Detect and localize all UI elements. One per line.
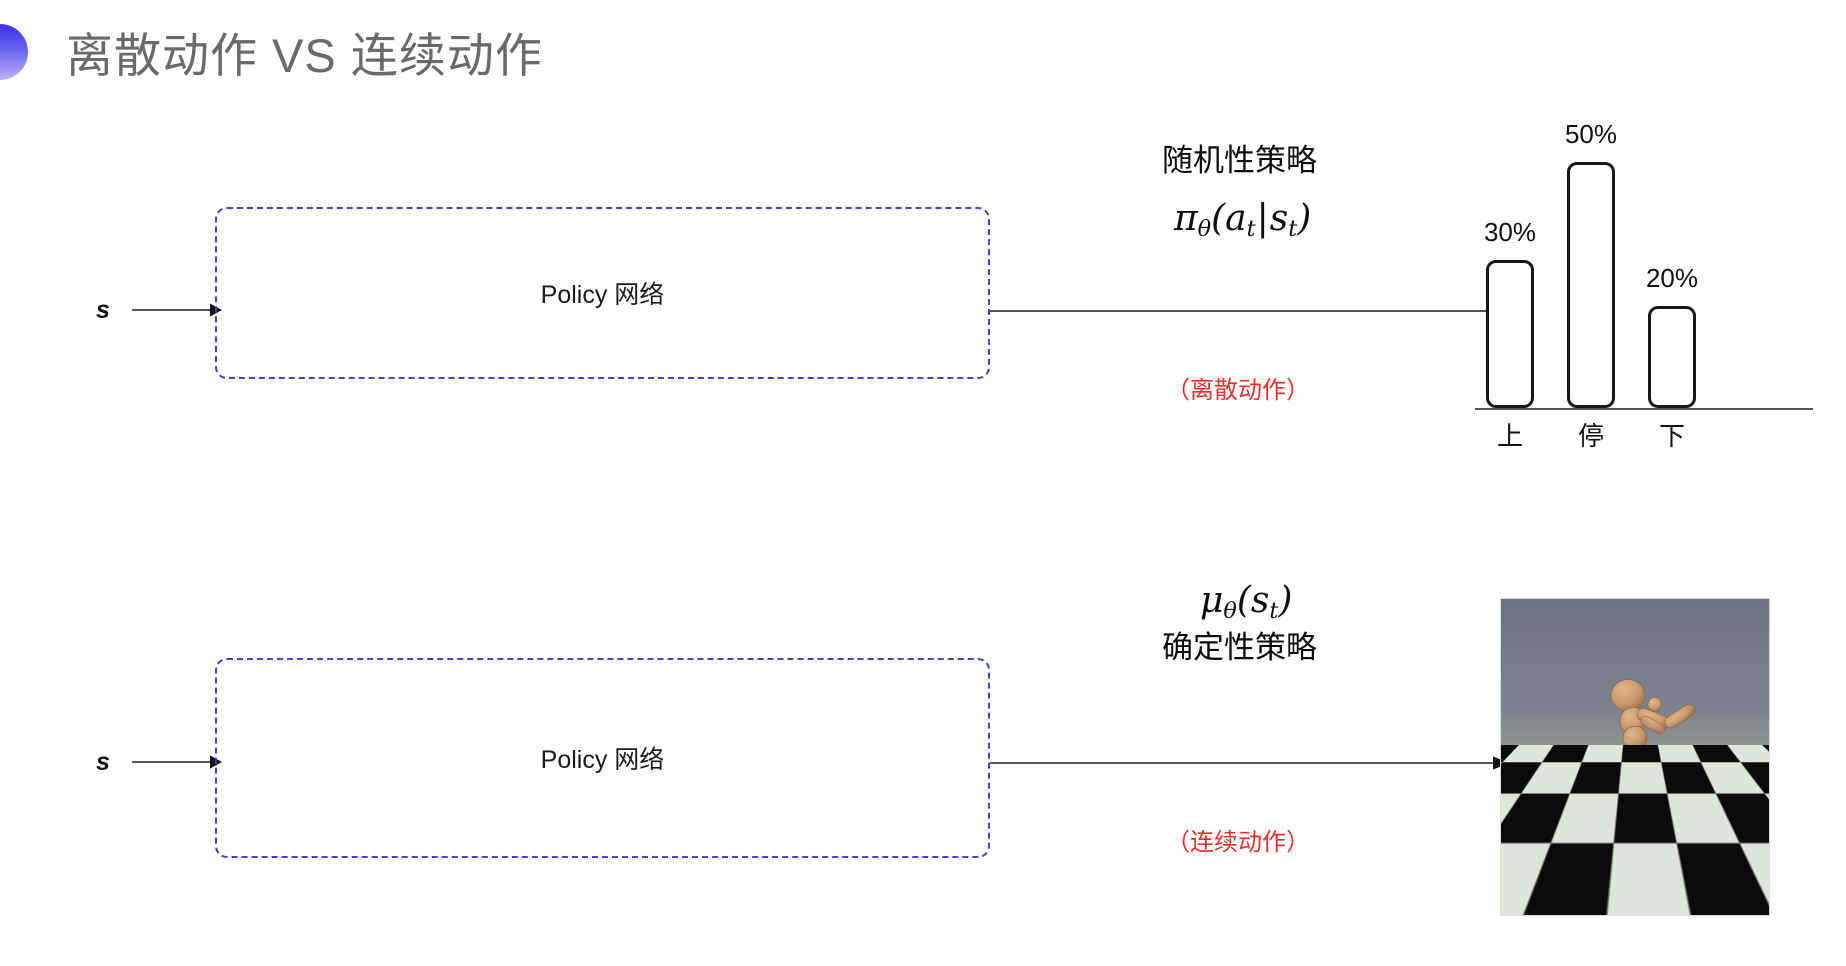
bar-tick-label-2: 下 — [1658, 421, 1685, 451]
state-input-label-continuous: s — [96, 748, 110, 776]
policy-kind-stochastic: 随机性策略 — [1162, 143, 1317, 178]
policy-network-box-discrete[interactable]: Policy 网络 — [215, 207, 990, 379]
formula-mu: μ — [1200, 580, 1224, 621]
formula-s: s — [1269, 198, 1289, 239]
title-decoration-circle — [0, 24, 28, 80]
output-arrow-discrete — [990, 303, 1510, 319]
policy-network-box-continuous[interactable]: Policy 网络 — [215, 658, 990, 858]
formula-open-s: (s — [1236, 580, 1270, 621]
policy-note-continuous: （连续动作） — [1166, 829, 1310, 856]
state-input-label-discrete: s — [96, 296, 110, 324]
input-arrow-continuous — [132, 754, 222, 770]
formula-s-subscript: t — [1269, 598, 1279, 625]
bar-rect-2[interactable] — [1648, 306, 1696, 408]
formula-pi: π — [1174, 198, 1198, 239]
input-arrow-discrete — [132, 302, 222, 318]
formula-s-subscript: t — [1288, 216, 1298, 243]
page-title: 离散动作 VS 连续动作 — [66, 29, 543, 82]
policy-kind-deterministic: 确定性策略 — [1162, 630, 1317, 665]
formula-a-subscript: t — [1246, 216, 1256, 243]
policy-formula-deterministic: μθ(st) — [1200, 580, 1292, 624]
bar-chart-x-axis — [1475, 408, 1813, 410]
bar-rect-1[interactable] — [1567, 162, 1615, 408]
action-probability-bar-chart: 30% 50% 20% 上 停 下 — [1470, 110, 1816, 460]
bar-value-0: 30% — [1483, 217, 1537, 247]
formula-close-paren: ) — [1278, 580, 1293, 621]
bar-rect-0[interactable] — [1486, 260, 1534, 408]
humanoid-simulation-image — [1500, 598, 1770, 916]
bar-tick-label-0: 上 — [1496, 421, 1523, 451]
policy-network-label-continuous: Policy 网络 — [540, 746, 665, 774]
humanoid-robot-figure — [1585, 679, 1696, 872]
output-arrow-continuous — [990, 755, 1510, 771]
policy-formula-stochastic: πθ(at|st) — [1174, 198, 1311, 242]
policy-network-label-discrete: Policy 网络 — [540, 281, 665, 309]
bar-tick-label-1: 停 — [1577, 421, 1604, 451]
policy-note-discrete: （离散动作） — [1166, 377, 1310, 404]
formula-conditional-bar: | — [1256, 198, 1269, 239]
bar-value-1: 50% — [1564, 119, 1618, 149]
formula-theta-subscript: θ — [1197, 216, 1212, 243]
bar-value-2: 20% — [1645, 263, 1699, 293]
formula-theta-subscript: θ — [1223, 598, 1237, 625]
formula-open-a: (a — [1211, 198, 1247, 239]
formula-close-paren: ) — [1297, 198, 1312, 239]
